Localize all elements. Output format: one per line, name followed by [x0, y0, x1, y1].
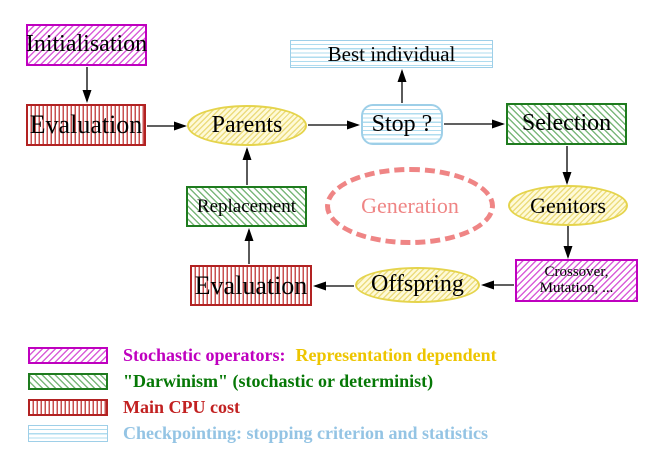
node-parents: Parents [187, 105, 307, 146]
node-replacement-label: Replacement [196, 195, 297, 217]
node-replacement: Replacement [186, 186, 307, 227]
node-crossover-label-line1: Crossover, [544, 263, 609, 280]
node-evaluation-bottom-label: Evaluation [194, 270, 308, 300]
legend-row-stochastic: Stochastic operators: Representation dep… [28, 345, 497, 366]
node-best-individual: Best individual [290, 40, 493, 68]
node-parents-label: Parents [211, 111, 283, 138]
node-crossover-label-line2: Mutation, ... [539, 279, 614, 296]
node-offspring: Offspring [355, 267, 480, 303]
green-diagonal-hatch-swatch [28, 373, 108, 390]
legend-label-darwinism: "Darwinism" (stochastic or determinist) [123, 371, 434, 391]
node-selection: Selection [506, 103, 627, 145]
node-genitors-label: Genitors [530, 192, 606, 218]
legend-row-darwinism: "Darwinism" (stochastic or determinist) [28, 371, 433, 392]
cyan-horizontal-stripes-swatch [28, 425, 108, 442]
node-best-individual-label: Best individual [327, 41, 456, 66]
magenta-diagonal-hatch-swatch [28, 347, 108, 364]
node-evaluation-top-label: Evaluation [29, 110, 143, 140]
legend-label-representation-dependent: Representation dependent [295, 345, 497, 365]
node-initialisation-label: Initialisation [25, 31, 148, 58]
red-vertical-stripes-swatch [28, 399, 108, 416]
legend-row-checkpointing: Checkpointing: stopping criterion and st… [28, 423, 488, 444]
node-offspring-label: Offspring [371, 271, 464, 298]
node-crossover-mutation: Crossover, Mutation, ... [515, 259, 638, 302]
node-evaluation-top: Evaluation [26, 104, 146, 146]
legend-label-main-cpu-cost: Main CPU cost [123, 397, 240, 417]
node-evaluation-bottom: Evaluation [190, 265, 312, 306]
node-selection-label: Selection [521, 110, 612, 137]
legend-row-cpu-cost: Main CPU cost [28, 397, 240, 418]
node-generation: Generation [325, 167, 495, 245]
legend-label-checkpointing: Checkpointing: stopping criterion and st… [123, 423, 489, 443]
node-stop: Stop ? [361, 104, 443, 145]
node-generation-label: Generation [361, 193, 459, 219]
node-initialisation: Initialisation [26, 24, 147, 66]
node-stop-label: Stop ? [371, 110, 433, 137]
legend-label-stochastic-operators: Stochastic operators: [123, 345, 286, 365]
node-genitors: Genitors [508, 185, 628, 226]
